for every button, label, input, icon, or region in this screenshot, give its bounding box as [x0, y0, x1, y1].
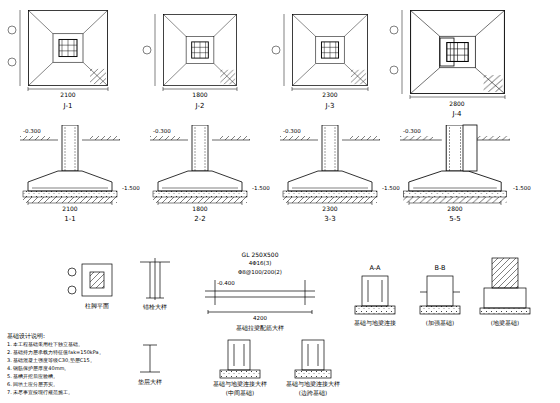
detail-views	[68, 258, 530, 378]
drawing-label: -1.500	[121, 186, 141, 192]
drawing-label: 基础拉梁配筋大样	[235, 325, 285, 331]
drawing-label: 2300	[321, 206, 338, 212]
drawing-label: (加强基础)	[425, 321, 455, 327]
section-views	[20, 125, 510, 205]
drawing-label: 2. 基础持力层承载力特征值fak=150kPa。	[6, 350, 105, 355]
drawing-label: J-2	[195, 103, 206, 110]
drawing-label: 基础与地梁连接大样	[285, 382, 341, 388]
drawing-label: 垫层大样	[137, 380, 163, 386]
drawing-label: 4. 钢筋保护层厚度40mm。	[6, 366, 70, 371]
drawing-label: -0.400	[216, 281, 236, 287]
drawing-label: B-B	[433, 265, 446, 272]
drawing-label: 基础与地梁连接大样	[212, 382, 268, 388]
drawing-label: A-A	[369, 265, 382, 272]
drawing-label: 基础与地梁连接	[353, 321, 397, 327]
drawing-label: 2800	[446, 206, 463, 212]
drawing-label: 2100	[59, 92, 76, 98]
drawing-label: (边跨基础)	[298, 391, 328, 397]
drawing-label: 7. 未尽事宜按现行规范施工。	[6, 390, 74, 395]
drawing-label: GL 250X500	[241, 252, 280, 258]
drawing-label: 4Φ16(3)	[248, 261, 273, 267]
drawing-label: 2800	[448, 101, 465, 107]
drawing-label: 4200	[252, 316, 268, 322]
drawing-label: 1800	[191, 206, 208, 212]
drawing-label: 1800	[191, 92, 208, 98]
drawing-label: 锚栓大样	[142, 304, 168, 310]
drawing-label: 1-1	[63, 216, 76, 223]
drawing-label: J-1	[63, 103, 74, 110]
drawing-label: 柱脚平面	[84, 303, 110, 309]
drawing-label: 1. 本工程基础采用柱下独立基础。	[6, 342, 84, 347]
drawing-label: Φ8@100/200(2)	[237, 270, 283, 276]
drawing-label: -1.500	[512, 186, 532, 192]
drawing-label: -0.300	[402, 129, 422, 135]
drawing-label: 3. 基础混凝土强度等级C30,垫层C15。	[6, 358, 96, 363]
drawing-label: (地梁基础)	[490, 321, 520, 327]
drawing-label: -0.300	[22, 129, 42, 135]
drawing-label: (中间基础)	[225, 391, 255, 397]
drawing-label: 5-5	[448, 216, 461, 223]
drawing-label: -0.300	[152, 129, 172, 135]
drawing-label: J-3	[325, 103, 336, 110]
drawing-label: 2100	[61, 206, 78, 212]
drawing-label: -1.500	[381, 186, 401, 192]
drawing-label: 5. 基槽开挖后应验槽。	[6, 374, 59, 379]
drawing-label: -0.300	[282, 129, 302, 135]
drawing-label: -1.500	[251, 186, 271, 192]
drawing-label: 2300	[321, 92, 338, 98]
drawing-label: 基础设计说明:	[6, 333, 46, 339]
drawing-label: 2-2	[193, 216, 206, 223]
plan-views	[8, 10, 505, 99]
drawing-label: 6. 回填土应分层夯实。	[6, 382, 59, 387]
drawing-label: J-4	[452, 111, 463, 118]
drawing-label: 3-3	[323, 216, 336, 223]
